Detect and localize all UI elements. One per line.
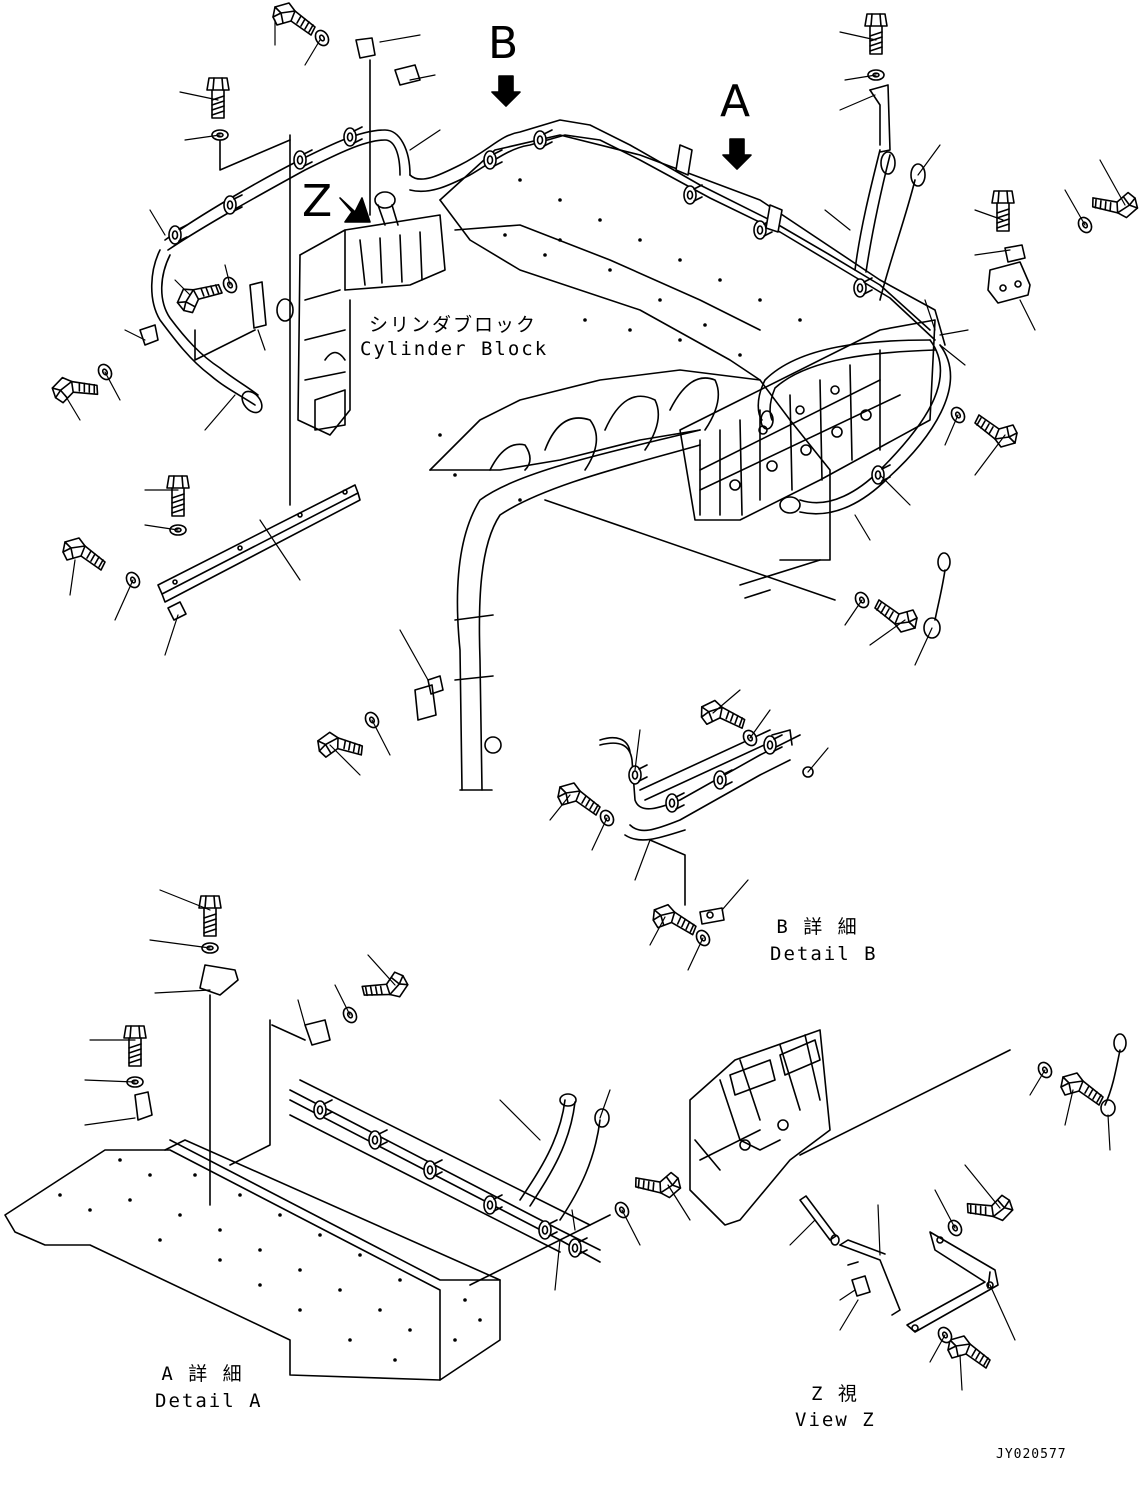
- down-arrow-icon: [491, 75, 521, 107]
- clamp-bar: [157, 484, 361, 621]
- view-z-label-jp: Z 視: [811, 1383, 859, 1405]
- drawing-number: JY020577: [996, 1447, 1067, 1462]
- harness-brackets: [139, 37, 1031, 721]
- view-z-assembly: [689, 1029, 1127, 1369]
- rear-face: [679, 319, 936, 521]
- detail-a-label-jp: A 詳 細: [161, 1363, 244, 1385]
- detail-b-label-jp: B 詳 細: [776, 916, 859, 938]
- front-case: [276, 214, 446, 436]
- view-z-label-en: View Z: [795, 1409, 876, 1431]
- view-label-z: Z: [302, 176, 333, 227]
- view-label-a: A: [720, 76, 751, 127]
- bolts-top: [47, 2, 1139, 769]
- detail-b-assembly: [557, 695, 814, 949]
- detail-a-label-en: Detail A: [155, 1390, 263, 1412]
- down-arrow-icon: [722, 138, 752, 170]
- view-label-b: B: [488, 18, 519, 69]
- view-arrows: [339, 75, 752, 223]
- cylinder-block-label-en: Cylinder Block: [360, 338, 549, 360]
- leader-lines: [64, 19, 1126, 1391]
- stud: [374, 191, 399, 226]
- guide-line-2: [544, 499, 836, 601]
- cylinder-block-label-jp: シリンダブロック: [368, 314, 537, 336]
- main-harness: [150, 119, 952, 515]
- cylinder-block-outline: [429, 134, 946, 791]
- detail-a-assembly: [4, 895, 685, 1381]
- detail-b-label-en: Detail B: [770, 943, 878, 965]
